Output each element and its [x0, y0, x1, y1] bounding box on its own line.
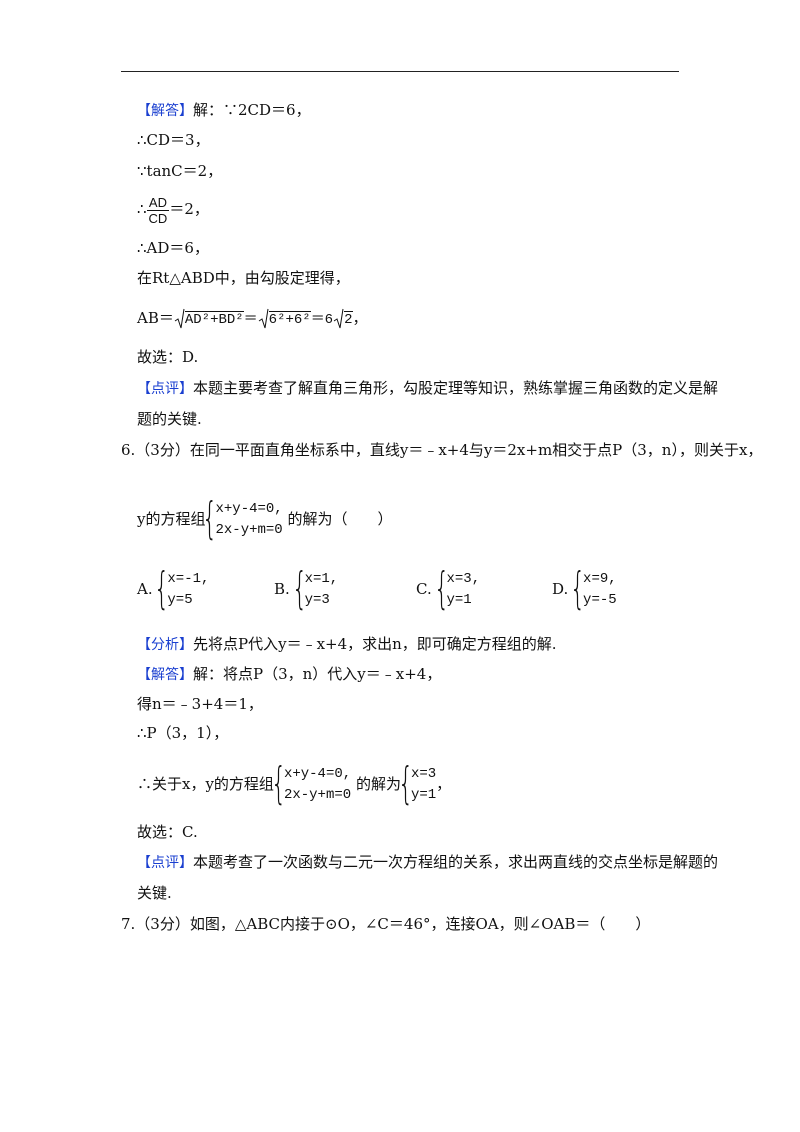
header-rule: [121, 71, 679, 72]
q6-stem-line1: 6.（3分）在同一平面直角坐标系中，直线y＝﹣x+4与y＝2x+m相交于点P（3…: [121, 441, 763, 459]
option-c[interactable]: C. x=3,y=1: [416, 567, 480, 611]
q6-analysis: 【分析】先将点P代入y＝﹣x+4，求出n，即可确定方程组的解.: [137, 635, 557, 653]
answer-tag: 【解答】: [137, 667, 193, 683]
q5-choice: 故选：D.: [137, 348, 199, 366]
comment-tag: 【点评】: [137, 381, 193, 397]
q6-stem-line2: y的方程组x+y-4=0,2x-y+m=0 的解为（ ）: [137, 497, 393, 541]
option-a-system: x=-1,y=5: [157, 569, 209, 611]
option-c-system: x=3,y=1: [437, 569, 481, 611]
answer-tag: 【解答】: [137, 103, 193, 119]
q6-answer-line4: ∴关于x，y的方程组x+y-4=0,2x-y+m=0 的解为x=3y=1，: [137, 762, 451, 806]
q5-line6: 在Rt△ABD中，由勾股定理得，: [137, 269, 350, 287]
q5-line2: ∴CD＝3，: [137, 131, 210, 149]
q5-line5: ∴AD＝6，: [137, 239, 209, 257]
answer-equation-system: x+y-4=0,2x-y+m=0: [274, 764, 351, 806]
option-a[interactable]: A. x=-1,y=5: [137, 567, 209, 611]
option-b[interactable]: B. x=1,y=3: [274, 567, 338, 611]
option-d[interactable]: D. x=9,y=-5: [552, 567, 617, 611]
sqrt-symbol-3: [333, 308, 344, 329]
q6-choice: 故选：C.: [137, 823, 198, 841]
analysis-tag: 【分析】: [137, 637, 193, 653]
option-d-system: x=9,y=-5: [573, 569, 617, 611]
sqrt-symbol-1: [174, 308, 185, 329]
q5-answer-line1: 【解答】解：∵2CD＝6，: [137, 101, 311, 119]
solution-system: x=3y=1: [401, 764, 436, 806]
sqrt-symbol-2: [258, 308, 269, 329]
q6-answer-line2: 得n＝﹣3+4＝1，: [137, 695, 263, 713]
q6-comment-line2: 关键.: [137, 884, 172, 902]
option-b-system: x=1,y=3: [295, 569, 339, 611]
q5-comment-line2: 题的关键.: [137, 410, 202, 428]
q6-comment-line1: 【点评】本题考查了一次函数与二元一次方程组的关系，求出两直线的交点坐标是解题的: [137, 853, 719, 871]
q5-line3: ∵tanC＝2，: [137, 162, 223, 180]
comment-tag: 【点评】: [137, 855, 193, 871]
q6-answer-line1: 【解答】解：将点P（3，n）代入y＝﹣x+4，: [137, 665, 442, 683]
q5-comment-line1: 【点评】本题主要考查了解直角三角形，勾股定理等知识，熟练掌握三角函数的定义是解: [137, 379, 719, 397]
equation-system: x+y-4=0,2x-y+m=0: [205, 499, 282, 541]
q6-answer-line3: ∴P（3，1），: [137, 724, 229, 742]
q7-stem: 7.（3分）如图，△ABC内接于⊙O，∠C＝46°，连接OA，则∠OAB＝（ ）: [121, 915, 651, 933]
